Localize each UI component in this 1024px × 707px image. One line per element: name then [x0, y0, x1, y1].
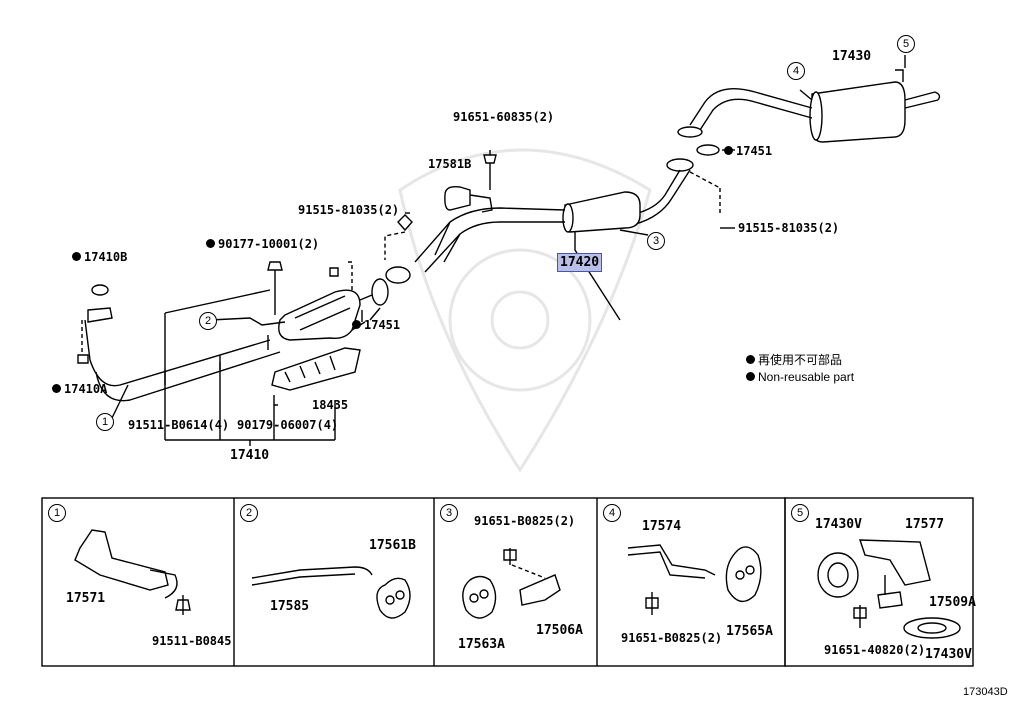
- panel-5-number: 5: [791, 504, 809, 522]
- part-17410: 17410: [230, 448, 270, 463]
- part-91511-B0614: 91511-B0614(4): [128, 418, 230, 432]
- callout-5: 5: [897, 35, 915, 53]
- part-17509A: 17509A: [929, 595, 976, 610]
- part-17410A: 17410A: [52, 382, 107, 396]
- part-17420: 17420: [557, 253, 603, 272]
- part-17585: 17585: [270, 599, 310, 614]
- part-18435: 18435: [312, 398, 349, 412]
- non-reusable-dot: [724, 146, 733, 155]
- part-17420-highlight: 17420: [557, 253, 603, 272]
- catalytic-converter: [84, 289, 373, 402]
- part-17565A: 17565A: [726, 624, 773, 639]
- part-17561B: 17561B: [369, 538, 416, 553]
- legend-english-text: Non-reusable part: [758, 370, 855, 384]
- part-17451-top-text: 17451: [736, 144, 773, 158]
- tail-muffler: [689, 69, 941, 143]
- part-17410B-text: 17410B: [84, 250, 128, 264]
- part-17430V-top: 17430V: [815, 517, 862, 532]
- part-17581B: 17581B: [428, 157, 472, 171]
- non-reusable-dot: [52, 384, 61, 393]
- part-17410B: 17410B: [72, 250, 127, 264]
- non-reusable-dot: [206, 239, 215, 248]
- panel-3-number: 3: [440, 504, 458, 522]
- callout-3: 3: [647, 232, 665, 250]
- callout-1: 1: [96, 413, 114, 431]
- part-17563A: 17563A: [458, 637, 505, 652]
- part-17451-mid-text: 17451: [364, 318, 401, 332]
- part-17574: 17574: [642, 519, 682, 534]
- part-90177-10001: 90177-10001(2): [206, 237, 319, 251]
- part-91651-60835: 91651-60835(2): [453, 110, 555, 124]
- part-91651-B0825-p3: 91651-B0825(2): [474, 514, 576, 528]
- part-17410A-text: 17410A: [64, 382, 108, 396]
- legend-japanese-text: 再使用不可部品: [758, 353, 843, 367]
- panel-4-number: 4: [603, 504, 621, 522]
- part-90179-06007: 90179-06007(4): [237, 418, 339, 432]
- legend-japanese: 再使用不可部品: [746, 353, 842, 367]
- callout-2: 2: [199, 312, 217, 330]
- part-17430: 17430: [832, 49, 872, 64]
- legend-english: Non-reusable part: [746, 370, 854, 384]
- legend-dot: [746, 355, 755, 365]
- part-91651-B0825-p4: 91651-B0825(2): [621, 631, 723, 645]
- part-91515-81035-left: 91515-81035(2): [298, 203, 400, 217]
- part-17451-mid: 17451: [352, 318, 400, 332]
- part-17506A: 17506A: [536, 623, 583, 638]
- legend-dot: [746, 372, 755, 382]
- part-17577: 17577: [905, 517, 945, 532]
- part-17430V-bottom: 17430V: [925, 647, 972, 662]
- part-90177-10001-text: 90177-10001(2): [218, 237, 320, 251]
- part-17451-top: 17451: [724, 144, 772, 158]
- non-reusable-dot: [72, 252, 81, 261]
- non-reusable-dot: [352, 320, 361, 329]
- part-17571: 17571: [66, 591, 106, 606]
- part-91651-40820: 91651-40820(2): [824, 643, 926, 657]
- panel-2-number: 2: [240, 504, 258, 522]
- callout-4: 4: [787, 62, 805, 80]
- diagram-code: 173043D: [963, 686, 1008, 698]
- part-91515-81035-right: 91515-81035(2): [738, 221, 840, 235]
- center-muffler: [414, 191, 641, 321]
- part-91511-B0845: 91511-B0845: [152, 634, 232, 648]
- panel-1-number: 1: [48, 504, 66, 522]
- watermark-logo: [398, 148, 652, 473]
